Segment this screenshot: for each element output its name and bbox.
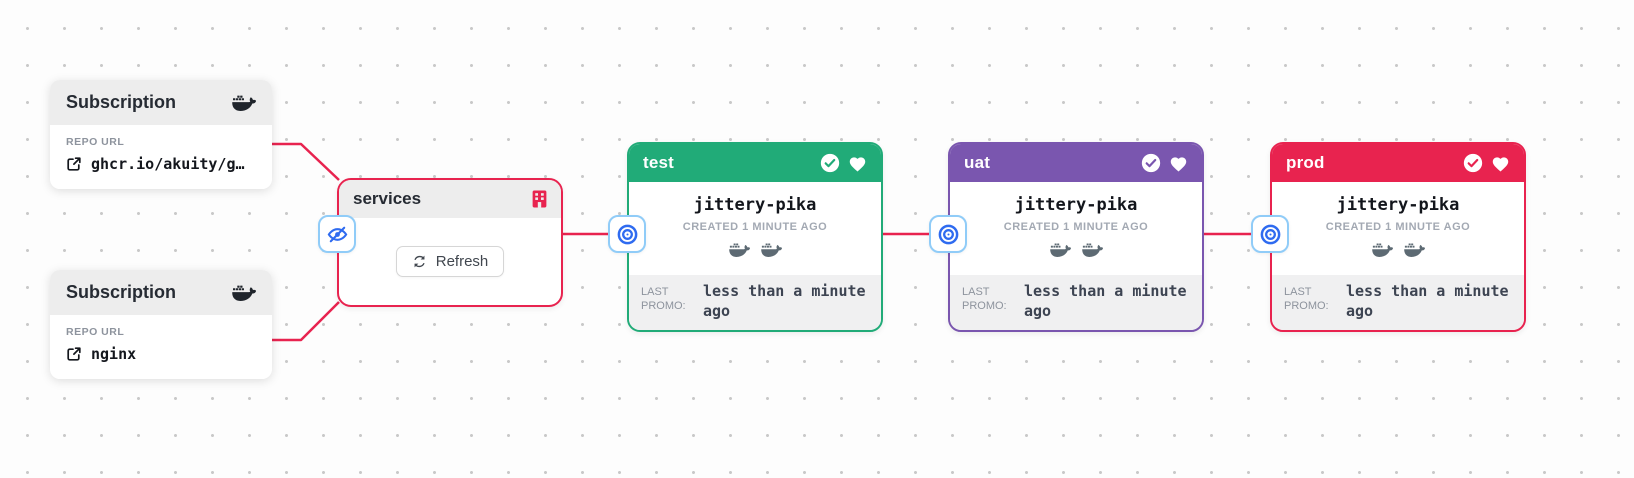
health-check-icon [1463,153,1483,173]
warehouse-building-icon [532,190,547,208]
subscription-title: Subscription [66,282,177,302]
stage-name: prod [1286,153,1325,172]
freight-name: jittery-pika [693,195,817,215]
freight-artifact-icons [1272,241,1524,258]
edge-subscription2-warehouse [272,301,340,342]
stage-header: prod [1272,144,1524,182]
bullseye-icon [1260,224,1280,244]
last-promo-value: less than a minute ago [1024,282,1187,320]
freight-artifact-icons [950,241,1202,258]
docker-icon [1050,241,1071,258]
bullseye-icon [617,224,637,244]
freight-name: jittery-pika [1014,195,1138,215]
freight-created-label: CREATED 1 MINUTE AGO [1325,221,1471,233]
external-link-icon [67,347,81,361]
repo-url-link[interactable]: nginx [66,345,256,363]
last-promo-value: less than a minute ago [703,282,866,320]
favorite-heart-icon[interactable] [1169,155,1188,172]
warehouse-body: Refresh [339,218,561,305]
stage-body: jittery-pika CREATED 1 MINUTE AGO [629,182,881,275]
last-promo-label: LAST PROMO: [962,286,1007,313]
docker-icon [761,241,782,258]
external-link-icon [67,157,81,171]
subscription-title: Subscription [66,92,177,112]
hide-subscriptions-button[interactable] [318,215,356,253]
freight-created-label: CREATED 1 MINUTE AGO [682,221,828,233]
subscription-header: Subscription [50,270,272,315]
stage-footer: LAST PROMO: less than a minute ago [629,275,881,330]
edge-subscription1-warehouse [272,142,340,181]
freight-created-label: CREATED 1 MINUTE AGO [1003,221,1149,233]
stage-footer: LAST PROMO: less than a minute ago [950,275,1202,330]
freight-artifact-icons [629,241,881,258]
stage-card-prod[interactable]: prod jittery-pika CREATED 1 MINUTE AGO L… [1270,142,1526,332]
warehouse-card-services[interactable]: services Refr [337,178,563,307]
warehouse-header: services [339,180,561,218]
eye-slash-icon [327,226,347,242]
stage-target-port-test[interactable] [608,215,646,253]
stage-footer: LAST PROMO: less than a minute ago [1272,275,1524,330]
repo-url-link[interactable]: ghcr.io/akuity/g… [66,155,256,173]
warehouse-title: services [353,189,422,208]
last-promo-label: LAST PROMO: [641,286,686,313]
subscription-card-1[interactable]: Subscription REPO URL ghcr.io/akuity/g… [50,80,272,189]
subscription-body: REPO URL ghcr.io/akuity/g… [50,125,272,189]
subscription-header: Subscription [50,80,272,125]
health-check-icon [820,153,840,173]
stage-name: test [643,153,675,172]
subscription-card-2[interactable]: Subscription REPO URL nginx [50,270,272,379]
stage-card-uat[interactable]: uat jittery-pika CREATED 1 MINUTE AGO LA… [948,142,1204,332]
docker-icon [1372,241,1393,258]
favorite-heart-icon[interactable] [848,155,867,172]
docker-icon [232,283,256,302]
bullseye-icon [938,224,958,244]
last-promo-label: LAST PROMO: [1284,286,1329,313]
docker-icon [729,241,750,258]
stage-card-test[interactable]: test jittery-pika CREATED 1 MINUTE AGO L… [627,142,883,332]
docker-icon [232,93,256,112]
subscription-body: REPO URL nginx [50,315,272,379]
stage-header: test [629,144,881,182]
health-check-icon [1141,153,1161,173]
repo-url-text: ghcr.io/akuity/g… [91,155,245,173]
refresh-button[interactable]: Refresh [395,246,505,277]
stage-target-port-prod[interactable] [1251,215,1289,253]
freight-name: jittery-pika [1336,195,1460,215]
docker-icon [1404,241,1425,258]
docker-icon [1082,241,1103,258]
stage-header: uat [950,144,1202,182]
refresh-label: Refresh [435,253,489,270]
stage-name: uat [964,153,991,172]
repo-url-text: nginx [91,345,137,363]
refresh-icon [414,255,425,268]
stage-body: jittery-pika CREATED 1 MINUTE AGO [1272,182,1524,275]
repo-url-label: REPO URL [66,136,125,148]
stage-body: jittery-pika CREATED 1 MINUTE AGO [950,182,1202,275]
last-promo-value: less than a minute ago [1346,282,1509,320]
stage-target-port-uat[interactable] [929,215,967,253]
favorite-heart-icon[interactable] [1491,155,1510,172]
repo-url-label: REPO URL [66,326,125,338]
